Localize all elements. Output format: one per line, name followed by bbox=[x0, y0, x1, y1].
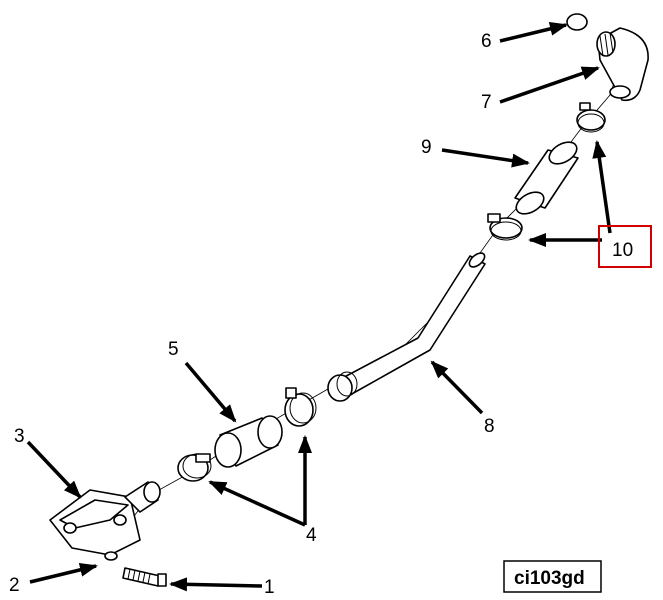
part-10-upper-clamp bbox=[576, 102, 606, 133]
leader-arrow-4a bbox=[208, 480, 306, 527]
part-1-bolt bbox=[122, 567, 167, 587]
callout-9: 9 bbox=[421, 137, 432, 158]
callout-6: 6 bbox=[481, 31, 492, 52]
leader-arrow-2 bbox=[29, 562, 98, 584]
part-3-flange bbox=[49, 481, 161, 556]
callout-10-highlight-box bbox=[598, 225, 652, 268]
leader-arrow-7 bbox=[499, 66, 600, 104]
callout-7: 7 bbox=[481, 92, 492, 113]
part-2-washer bbox=[104, 551, 118, 561]
part-4-lower-clamp bbox=[177, 453, 212, 482]
callout-10: 10 bbox=[612, 240, 633, 261]
callout-2: 2 bbox=[9, 575, 20, 596]
leader-arrow-1 bbox=[169, 577, 263, 592]
part-8-tube bbox=[327, 252, 486, 402]
leader-arrow-6 bbox=[499, 21, 568, 43]
leader-arrow-3 bbox=[26, 440, 82, 499]
reference-code-box bbox=[503, 560, 602, 593]
part-9-hose bbox=[514, 141, 579, 215]
leader-arrow-10a bbox=[592, 140, 612, 234]
reference-code: ci103gd bbox=[514, 568, 585, 589]
leader-arrow-9 bbox=[441, 148, 530, 168]
part-4-middle-clamp bbox=[284, 387, 317, 427]
callout-4: 4 bbox=[306, 525, 317, 546]
callout-5: 5 bbox=[168, 339, 179, 360]
leader-arrow-8 bbox=[430, 360, 484, 415]
leader-arrow-5 bbox=[184, 361, 237, 423]
callout-1: 1 bbox=[264, 577, 275, 598]
callout-3: 3 bbox=[14, 426, 25, 447]
part-6-gasket bbox=[566, 13, 588, 31]
part-5-hose bbox=[214, 415, 283, 468]
callout-8: 8 bbox=[484, 416, 495, 437]
part-7-elbow-fitting bbox=[596, 27, 649, 102]
part-10-lower-clamp bbox=[487, 213, 523, 241]
